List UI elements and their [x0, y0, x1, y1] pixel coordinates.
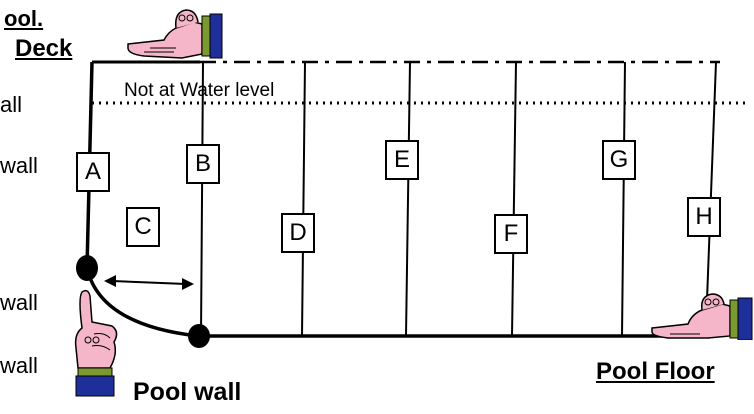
pool-floor-label: Pool Floor	[596, 358, 715, 385]
deck-label: Deck	[15, 35, 73, 62]
wall-corner-dot	[76, 255, 98, 281]
right-pointing-hand-icon	[651, 293, 753, 340]
pool-wall-label: Pool wall	[133, 378, 242, 406]
left-label-5: wall	[0, 353, 38, 378]
left-label-4: wall	[0, 290, 38, 315]
box-h: H	[687, 197, 721, 237]
floor-corner-dot	[188, 324, 210, 348]
measure-line-g	[621, 61, 626, 337]
left-label-1: ool.	[4, 6, 44, 31]
box-e: E	[385, 140, 419, 180]
left-label-2: all	[0, 92, 23, 117]
box-c: C	[126, 207, 160, 247]
measure-line-b	[200, 61, 204, 337]
measure-line-f	[511, 61, 517, 337]
left-label-3: wall	[0, 153, 38, 178]
double-arrow-icon	[104, 275, 194, 290]
measure-line-h	[706, 61, 717, 301]
box-f: F	[494, 214, 528, 254]
box-b: B	[186, 144, 220, 184]
top-pointing-hand-icon	[127, 9, 223, 59]
measure-line-e	[405, 61, 411, 337]
box-g: G	[602, 140, 636, 180]
left-pointing-hand-icon	[74, 289, 118, 397]
pool-corner-curve	[85, 267, 199, 338]
water-level-label: Not at Water level	[124, 80, 275, 101]
measure-line-d	[301, 61, 306, 337]
box-d: D	[281, 213, 315, 253]
box-a: A	[76, 152, 110, 192]
